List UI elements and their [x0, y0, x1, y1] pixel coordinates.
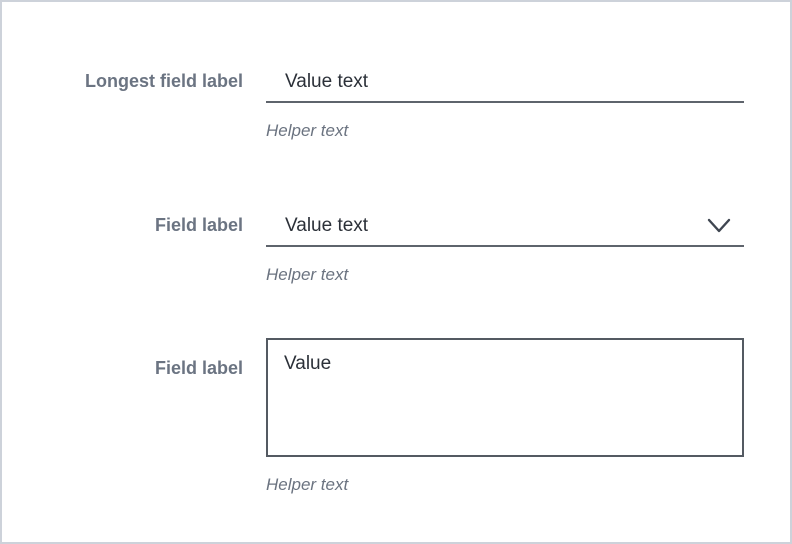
textarea-field[interactable]: Value: [266, 338, 744, 457]
form-row-textarea: Field label Value Helper text: [2, 338, 790, 495]
helper-text: Helper text: [266, 121, 349, 140]
text-input[interactable]: [266, 62, 744, 103]
field-label: Field label: [154, 215, 243, 235]
field-label: Longest field label: [84, 71, 243, 91]
select-value: Value text: [285, 215, 369, 236]
field-control-area: Helper text: [266, 62, 744, 141]
field-label: Field label: [154, 358, 243, 378]
form-row-text-input: Longest field label Helper text: [2, 62, 790, 141]
form-row-select: Field label Value text Helper text: [2, 206, 790, 285]
helper-text: Helper text: [266, 475, 349, 494]
helper-text: Helper text: [266, 265, 349, 284]
field-control-area: Value text Helper text: [266, 206, 744, 285]
field-control-area: Value Helper text: [266, 338, 744, 495]
select-field[interactable]: Value text: [266, 206, 744, 247]
chevron-down-icon: [707, 218, 731, 233]
